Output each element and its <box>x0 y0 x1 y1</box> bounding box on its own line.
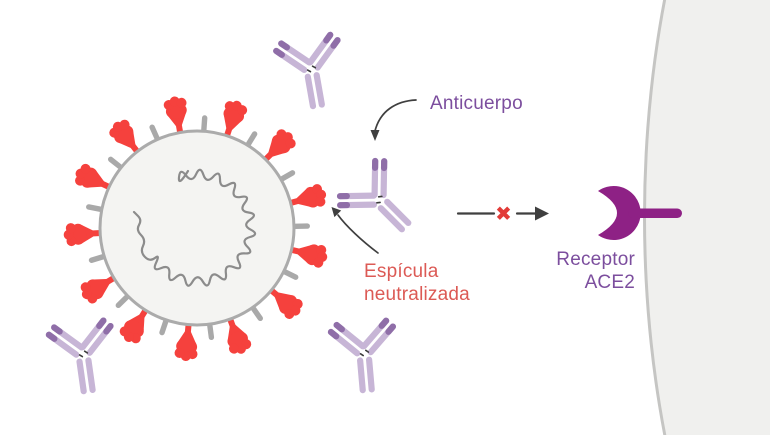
receptor-label-line2: ACE2 <box>584 272 635 293</box>
spike-protein-icon <box>173 320 201 362</box>
espicula-label-line2: neutralizada <box>364 284 470 305</box>
anticuerpo-label: Anticuerpo <box>430 92 523 115</box>
espicula-pointer-arrow <box>331 207 379 254</box>
virus-particle <box>63 94 330 362</box>
membrane-protein-icon <box>292 223 311 230</box>
antibody-free-bottom-left <box>42 313 125 400</box>
antibody-bound-to-spike <box>328 149 434 255</box>
antibody-free-bottom-right <box>324 314 404 397</box>
espicula-label-line1: Espícula <box>364 261 439 282</box>
blocked-x-icon: ✖ <box>495 202 512 226</box>
anticuerpo-label-text: Anticuerpo <box>430 93 523 114</box>
receptor-label-line1: Receptor <box>556 249 635 270</box>
receptor-ace2-label: Receptor ACE2 <box>540 248 635 294</box>
antibody-free-top <box>269 27 354 116</box>
spike-protein-icon <box>63 221 104 247</box>
ace2-receptor-icon <box>598 186 682 241</box>
rna-strand <box>132 168 257 287</box>
virus-envelope <box>98 129 296 327</box>
espicula-neutralizada-label: Espícula neutralizada <box>364 260 470 306</box>
anticuerpo-pointer-arrow <box>370 99 417 141</box>
blocked-interaction-arrow: ✖ <box>456 202 549 226</box>
